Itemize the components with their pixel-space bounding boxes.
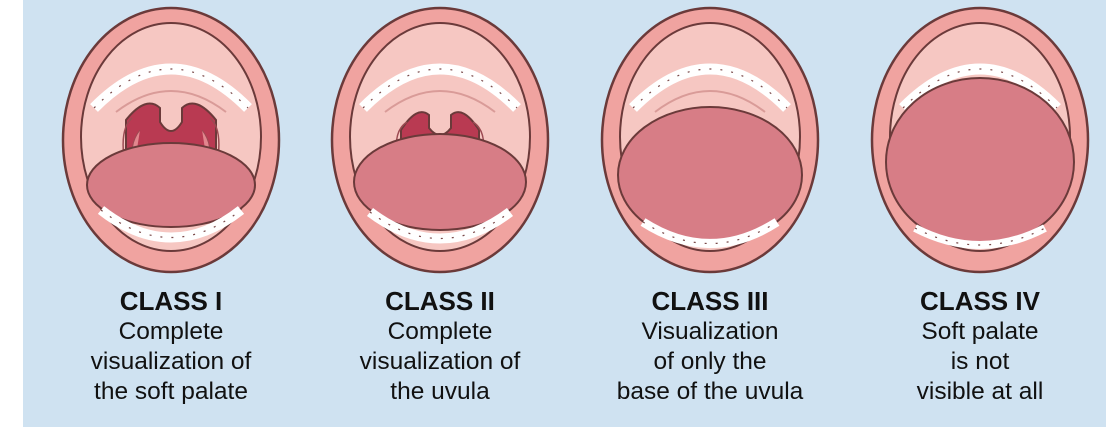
description-line: visualization of [305,347,575,377]
class-4-mouth-illustration [865,0,1095,290]
mallampati-diagram: CLASS I Complete visualization of the so… [23,0,1106,427]
description-line: visible at all [845,377,1112,407]
class-2-caption: CLASS II Complete visualization of the u… [305,285,575,407]
tongue [886,78,1074,246]
description-line: of only the [575,347,845,377]
class-1-caption: CLASS I Complete visualization of the so… [36,285,306,407]
class-4-caption: CLASS IV Soft palate is not visible at a… [845,285,1112,407]
class-3-caption: CLASS III Visualization of only the base… [575,285,845,407]
description-line: base of the uvula [575,377,845,407]
description-line: is not [845,347,1112,377]
class-title: CLASS IV [845,285,1112,317]
description-line: the uvula [305,377,575,407]
class-4-card: CLASS IV Soft palate is not visible at a… [865,0,1095,427]
class-title: CLASS II [305,285,575,317]
description-line: Visualization [575,317,845,347]
class-1-mouth-illustration [56,0,286,290]
description-line: visualization of [36,347,306,377]
description-line: Complete [305,317,575,347]
class-2-mouth-illustration [325,0,555,290]
description-line: Soft palate [845,317,1112,347]
class-title: CLASS III [575,285,845,317]
description-line: the soft palate [36,377,306,407]
class-1-card: CLASS I Complete visualization of the so… [56,0,286,427]
description-line: Complete [36,317,306,347]
class-title: CLASS I [36,285,306,317]
class-2-card: CLASS II Complete visualization of the u… [325,0,555,427]
class-3-card: CLASS III Visualization of only the base… [595,0,825,427]
class-3-mouth-illustration [595,0,825,290]
